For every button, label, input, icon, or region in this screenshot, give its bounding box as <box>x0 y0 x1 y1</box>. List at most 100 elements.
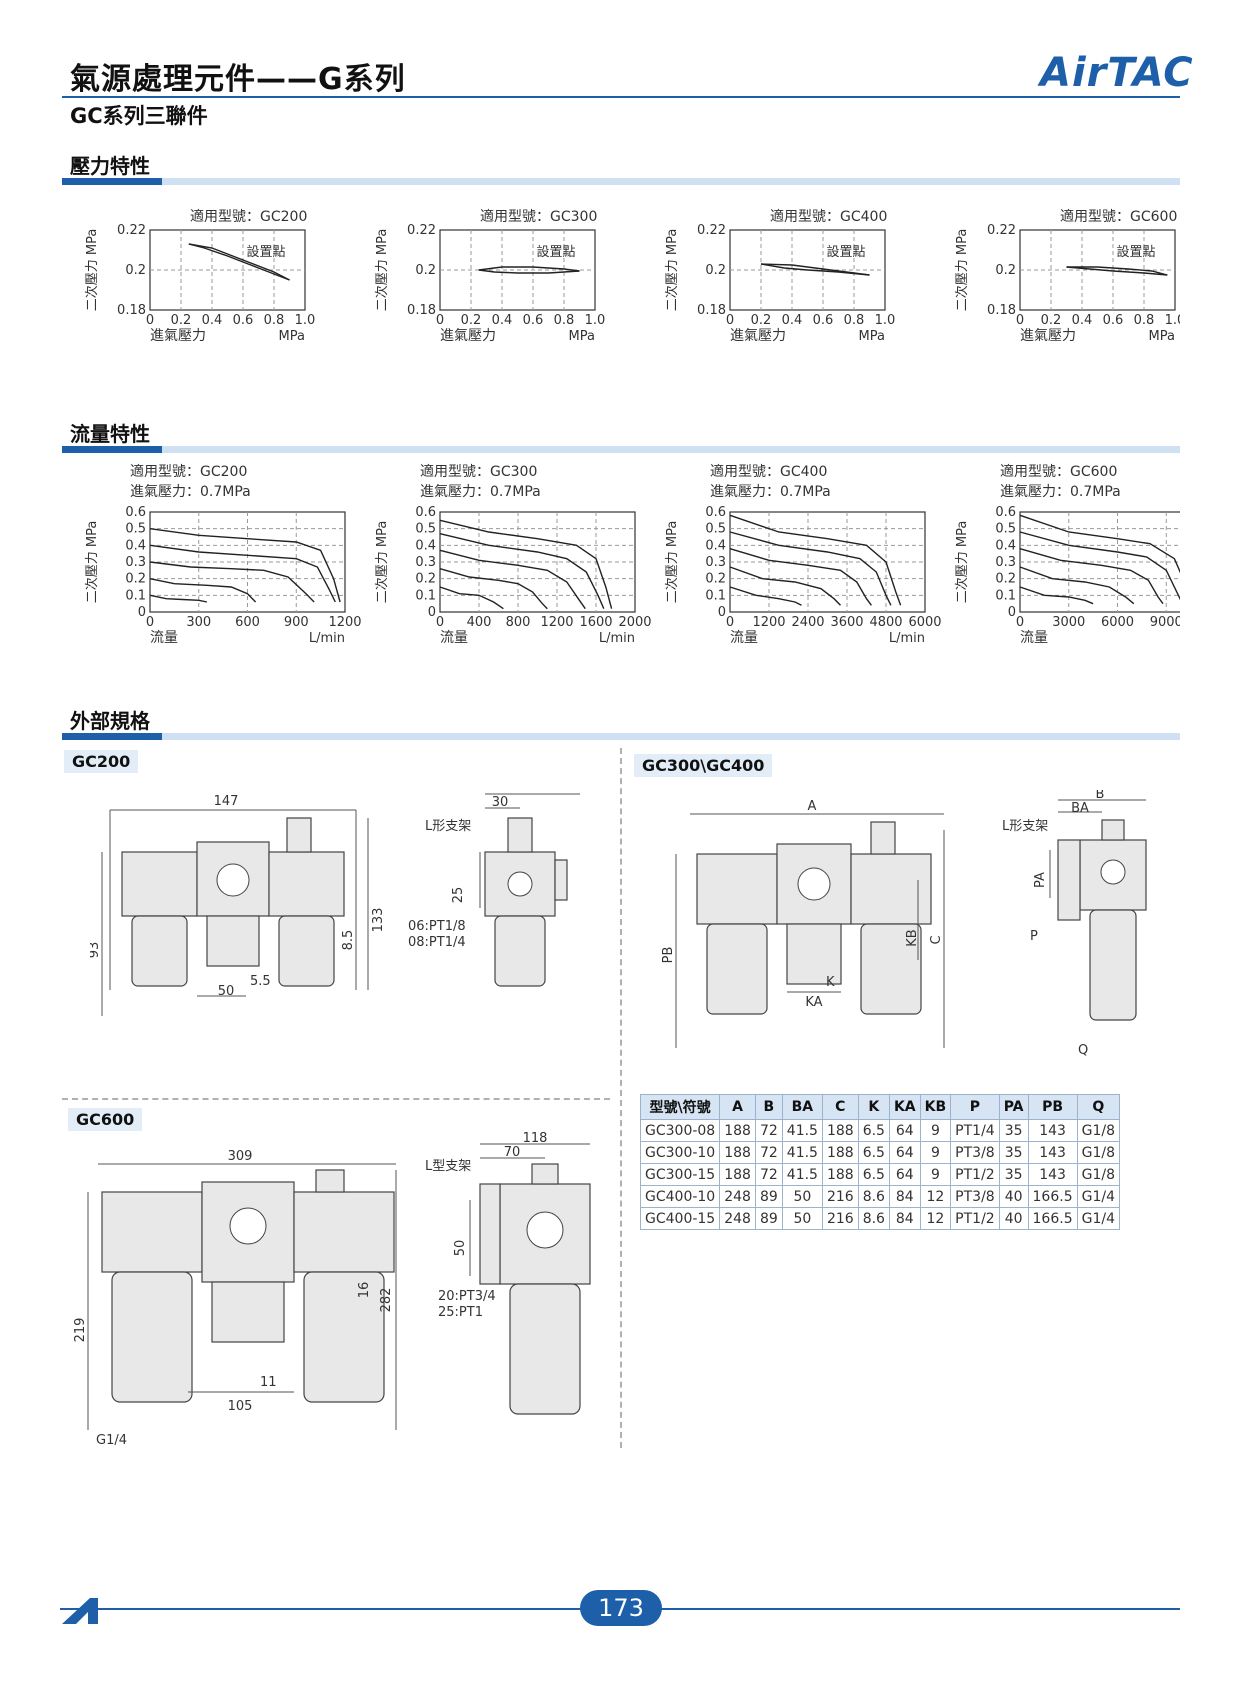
x-tick-label: 0.8 <box>1134 313 1155 328</box>
series-line <box>1019 586 1094 605</box>
spec-header-cell: KA <box>888 1094 921 1120</box>
spec-header-cell: C <box>821 1094 859 1120</box>
table-cell: PT3/8 <box>950 1141 1000 1164</box>
gc300-dim-a: A <box>808 799 817 814</box>
gc200-side-width: 62 <box>522 790 539 792</box>
spec-header-cell: 型號\符號 <box>639 1094 721 1120</box>
brand-logo: AirTAC <box>1040 50 1194 96</box>
table-cell: 9 <box>919 1163 952 1186</box>
x-tick-label: 0.6 <box>233 313 254 328</box>
table-cell: 35 <box>998 1119 1029 1142</box>
x-tick-label: 1200 <box>328 615 361 630</box>
x-tick-label: 1.0 <box>875 313 896 328</box>
table-cell: G1/4 <box>1076 1207 1121 1230</box>
table-cell: 216 <box>821 1207 859 1230</box>
gc200-offset: 8.5 <box>341 930 356 951</box>
y-tick-label: 0.18 <box>987 303 1016 318</box>
y-tick-label: 0.1 <box>125 588 146 603</box>
gc300-lubricator-bowl <box>860 923 922 1015</box>
x-tick-label: 6000 <box>908 615 941 630</box>
x-tick-label: 0.6 <box>813 313 834 328</box>
table-cell: 72 <box>754 1141 783 1164</box>
series-line <box>729 586 802 606</box>
table-cell: 188 <box>719 1163 756 1186</box>
x-tick-label: 600 <box>235 615 260 630</box>
spec-header-cell: PA <box>998 1094 1029 1120</box>
gc200-lubricator-body <box>268 851 345 917</box>
series-line <box>149 594 208 603</box>
section-title-flow: 流量特性 <box>70 422 150 446</box>
table-cell: PT1/4 <box>950 1119 1000 1142</box>
table-cell: 248 <box>719 1185 756 1208</box>
table-cell: 248 <box>719 1207 756 1230</box>
x-tick-label: 0.2 <box>1041 313 1062 328</box>
x-tick-label: 0.4 <box>202 313 223 328</box>
y-tick-label: 0.22 <box>117 223 146 238</box>
spec-header-cell: KB <box>919 1094 952 1120</box>
y-tick-label: 0.4 <box>995 538 1016 553</box>
table-cell: 41.5 <box>781 1163 823 1186</box>
table-cell: 188 <box>821 1163 859 1186</box>
series-line <box>1019 531 1180 601</box>
x-tick-label: 0.8 <box>554 313 575 328</box>
y-tick-label: 0.3 <box>995 555 1016 570</box>
y-tick-label: 0.4 <box>415 538 436 553</box>
gc200-port-a: 06:PT1/8 <box>408 919 466 934</box>
series-line <box>149 561 315 603</box>
y-tick-label: 0.1 <box>415 588 436 603</box>
series-line <box>729 531 892 606</box>
table-cell: 143 <box>1027 1119 1078 1142</box>
table-cell: GC300-15 <box>639 1163 721 1186</box>
section-bar-flow <box>62 446 1180 453</box>
gc300-dim-c: C <box>929 935 944 944</box>
y-tick-label: 0.2 <box>125 572 146 587</box>
gc300-dim-kb: KB <box>905 929 920 946</box>
gc200-side-port-face <box>507 871 533 897</box>
gc600-port-b: 25:PT1 <box>438 1305 483 1320</box>
x-tick-label: 0.8 <box>264 313 285 328</box>
section-title-dimensions: 外部規格 <box>70 709 150 733</box>
table-cell: 166.5 <box>1027 1207 1078 1230</box>
y-tick-label: 0.3 <box>125 555 146 570</box>
gc300-side-dim-b: B <box>1096 790 1105 802</box>
x-tick-label: 1.0 <box>295 313 316 328</box>
x-tick-label: 800 <box>506 615 531 630</box>
x-tick-label: 0.8 <box>844 313 865 328</box>
x-tick-label: 400 <box>467 615 492 630</box>
subsection-gc300-400: GC300\GC400 <box>634 754 773 777</box>
table-cell: 72 <box>754 1119 783 1142</box>
gc300-side-bracket <box>1057 839 1081 921</box>
gc200-side-bowl <box>494 915 546 987</box>
table-cell: G1/8 <box>1076 1141 1121 1164</box>
chart-title: 適用型號：GC300 <box>420 463 537 480</box>
gc200-height: 93 <box>90 942 102 959</box>
table-cell: GC300-10 <box>639 1141 721 1164</box>
x-tick-label: 0.6 <box>523 313 544 328</box>
gc300-dim-k: K <box>826 975 835 990</box>
y-tick-label: 0.2 <box>705 572 726 587</box>
gc300-regulator-bowl <box>786 923 842 985</box>
chart-title: 適用型號：GC600 <box>1060 208 1177 225</box>
table-cell: 41.5 <box>781 1119 823 1142</box>
y-tick-label: 0.6 <box>415 505 436 520</box>
setpoint-annotation: 設置點 <box>826 244 865 260</box>
y-tick-label: 0.22 <box>407 223 436 238</box>
x-axis-label: 進氣壓力 <box>440 328 496 344</box>
table-cell: 64 <box>888 1163 921 1186</box>
chart-pressure-3: 適用型號：GC60000.20.40.60.81.00.180.20.22進氣壓… <box>954 208 1180 344</box>
x-tick-label: 0 <box>436 615 444 630</box>
series-line <box>729 566 841 606</box>
gc300-gauge <box>797 867 831 901</box>
x-tick-label: 0 <box>1016 615 1024 630</box>
table-cell: 143 <box>1027 1141 1078 1164</box>
table-cell: 188 <box>821 1141 859 1164</box>
section-title-pressure: 壓力特性 <box>70 154 150 178</box>
y-tick-label: 0.3 <box>705 555 726 570</box>
gc600-pitch: 105 <box>228 1399 253 1414</box>
chart-title: 適用型號：GC300 <box>480 208 597 225</box>
chart-flow-3: 適用型號：GC600進氣壓力：0.7MPa0300060009000120000… <box>954 463 1180 646</box>
